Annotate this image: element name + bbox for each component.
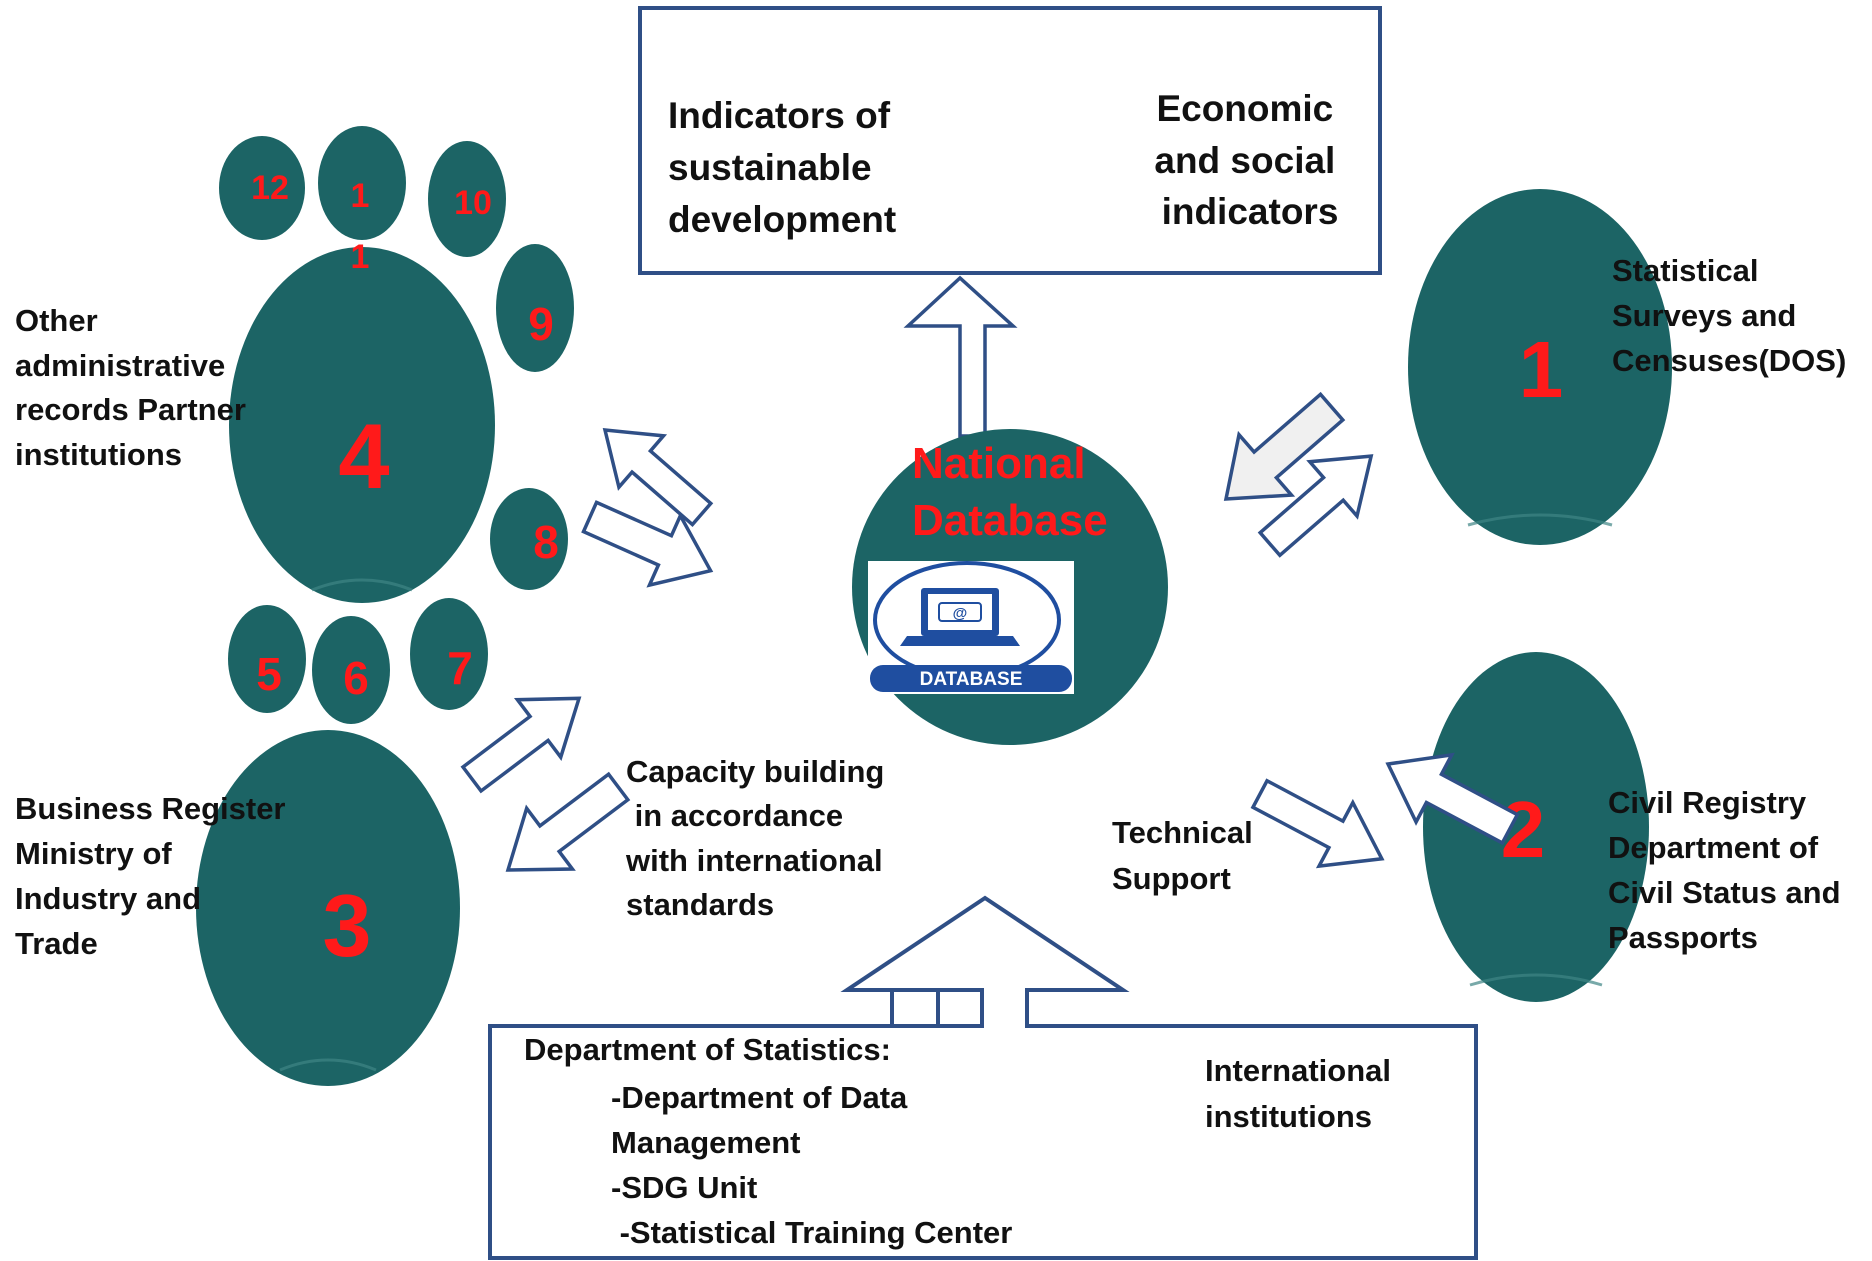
node-8-ellipse (490, 488, 568, 590)
arrow-db-to-node3 (505, 771, 631, 872)
arrow-node1-to-db (1223, 391, 1346, 501)
arrow-db-to-node1 (1257, 454, 1374, 558)
arrow-db-to-node2 (1250, 778, 1385, 869)
node-4-wave (311, 578, 413, 592)
node-4-label: Other administrative records Partner ins… (15, 303, 255, 472)
top-left-text: Indicators of sustainable development (668, 95, 900, 240)
node-10-number: 10 (454, 184, 492, 222)
laptop-at-icon: @ (900, 588, 1020, 646)
node-10-ellipse (428, 141, 506, 257)
node-9-ellipse (496, 244, 574, 372)
node-11-number-a: 1 (351, 177, 370, 215)
node-3-wave (279, 1058, 377, 1072)
node-8-number: 8 (533, 516, 559, 568)
node-1-wave (1467, 513, 1613, 527)
node-5-number: 5 (256, 648, 282, 700)
node-4-ellipse (229, 247, 495, 603)
node-7-ellipse (410, 598, 488, 710)
node-12-number: 12 (251, 169, 289, 207)
node-1-ellipse (1408, 189, 1672, 545)
node-11-number-b: 1 (351, 238, 370, 276)
node-6-ellipse (312, 616, 390, 724)
node-1-label: Statistical Surveys and Censuses(DOS) (1612, 253, 1846, 378)
database-badge (870, 665, 1072, 692)
bottom-right-text: International institutions (1205, 1053, 1400, 1134)
node-3-ellipse (196, 730, 460, 1086)
node-2-ellipse (1423, 652, 1649, 1002)
node-5-ellipse (228, 605, 306, 713)
node-9-number: 9 (528, 298, 554, 350)
node-7-number: 7 (447, 642, 473, 694)
node-11-ellipse (318, 126, 406, 240)
top-right-text: Economic and social indicators (1154, 88, 1345, 232)
arrow-node4-to-db (581, 500, 714, 588)
svg-text:@: @ (953, 605, 968, 622)
database-logo: @ DATABASE (868, 561, 1074, 694)
technical-support-text: Technical Support (1112, 815, 1261, 896)
indicators-box (638, 6, 1382, 275)
capacity-building-text: Capacity building in accordance with int… (625, 754, 893, 922)
node-2-label: Civil Registry Department of Civil Statu… (1608, 785, 1849, 955)
arrow-node3-to-db (460, 696, 582, 794)
node-6-number: 6 (343, 652, 369, 704)
arrow-db-to-node4 (602, 428, 714, 528)
node-2-wave (1469, 973, 1603, 987)
node-3-number: 3 (323, 876, 372, 975)
national-database-title: National Database (912, 439, 1108, 545)
arrow-up-to-indicators (903, 275, 1018, 438)
node-1-number: 1 (1519, 325, 1564, 414)
database-badge-label: DATABASE (920, 669, 1023, 690)
bottom-box-with-arrow (488, 895, 1478, 1260)
node-12-ellipse (219, 136, 305, 240)
arrow-node2-to-db (1385, 752, 1520, 846)
bottom-left-text: Department of Statistics: -Department of… (524, 1032, 1012, 1250)
node-4-number: 4 (338, 406, 389, 508)
node-3-label: Business Register Ministry of Industry a… (15, 791, 294, 961)
